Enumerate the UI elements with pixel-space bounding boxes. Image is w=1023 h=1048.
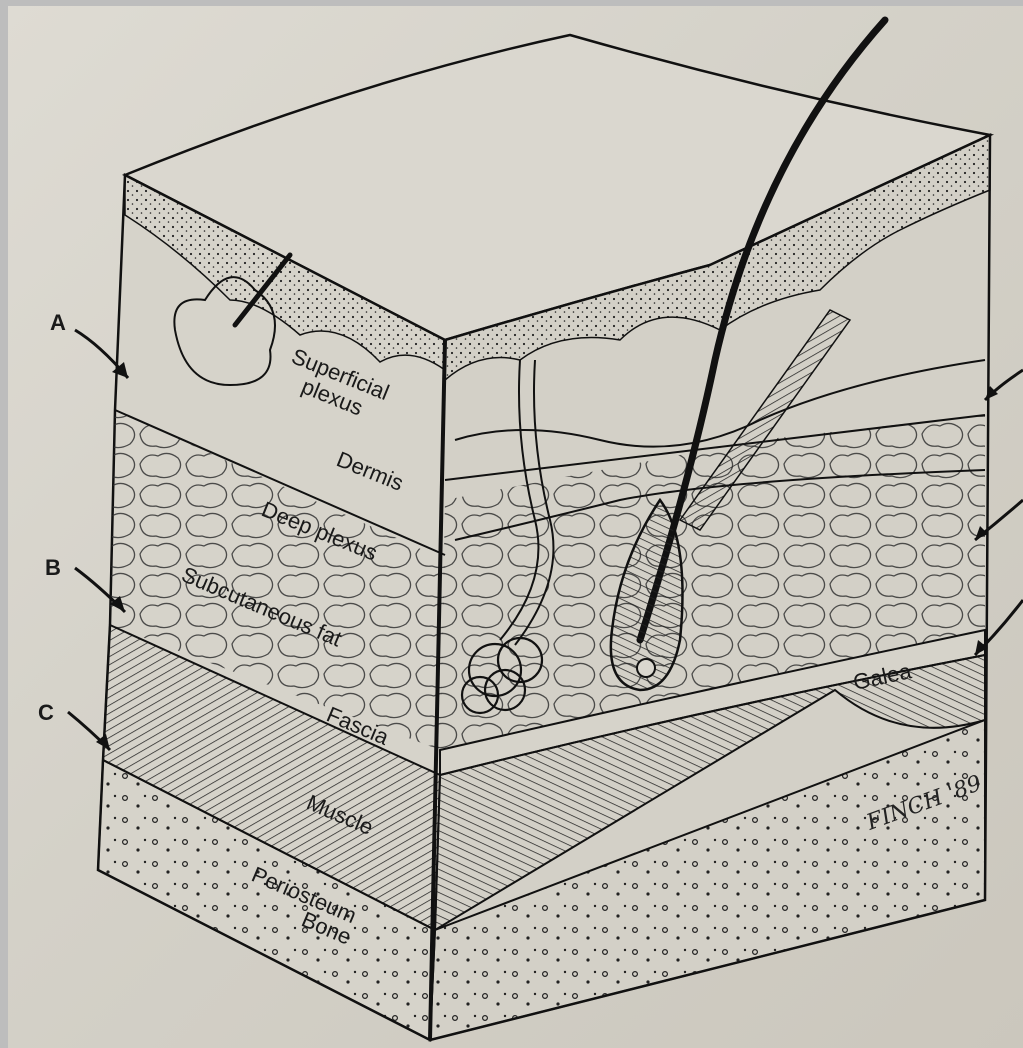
- scalp-layers-diagram: A B C Superficial plexus Dermis Deep ple…: [8, 6, 1023, 1048]
- marker-c: C: [38, 700, 54, 725]
- illustration-frame: A B C Superficial plexus Dermis Deep ple…: [8, 6, 1023, 1048]
- marker-a: A: [50, 310, 66, 335]
- marker-b: B: [45, 555, 61, 580]
